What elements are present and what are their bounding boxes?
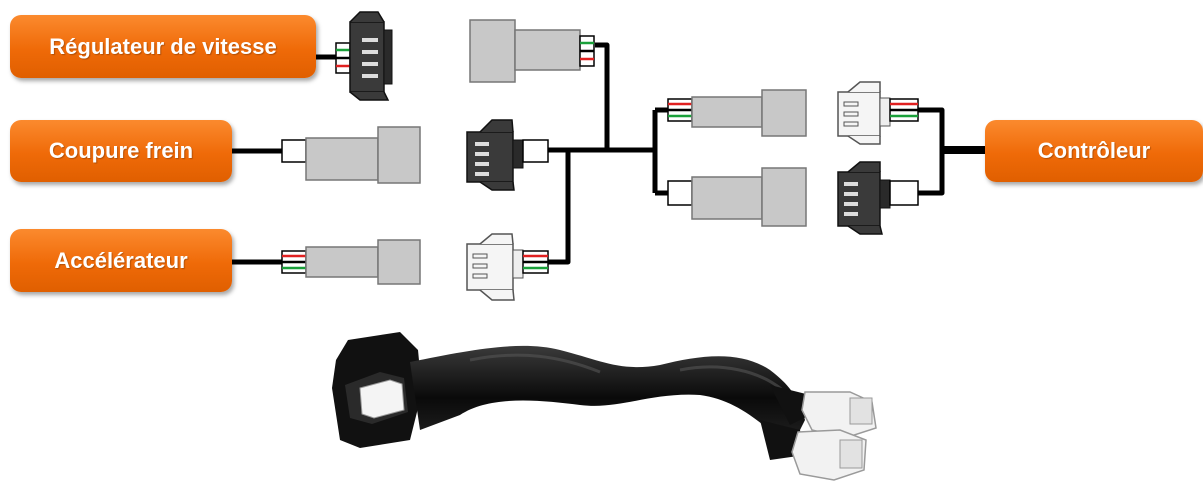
cruise-connector-dark xyxy=(335,11,393,101)
controller-upper-connector-white xyxy=(837,81,919,145)
cable-photo xyxy=(332,332,877,481)
top-male-connector xyxy=(469,19,595,83)
middle-female-connector-dark xyxy=(466,119,549,191)
throttle-male-connector xyxy=(281,239,421,285)
label-controller: Contrôleur xyxy=(985,120,1203,182)
controller-lower-connector-dark xyxy=(837,161,919,235)
lower-female-connector-white xyxy=(466,233,549,301)
label-brake-cutoff: Coupure frein xyxy=(10,120,232,182)
label-cruise-control: Régulateur de vitesse xyxy=(10,15,316,78)
split-lower-connector xyxy=(667,167,807,227)
split-upper-connector xyxy=(667,89,807,137)
label-throttle: Accélérateur xyxy=(10,229,232,292)
harness-lines xyxy=(232,42,985,265)
brake-male-connector xyxy=(281,126,421,184)
